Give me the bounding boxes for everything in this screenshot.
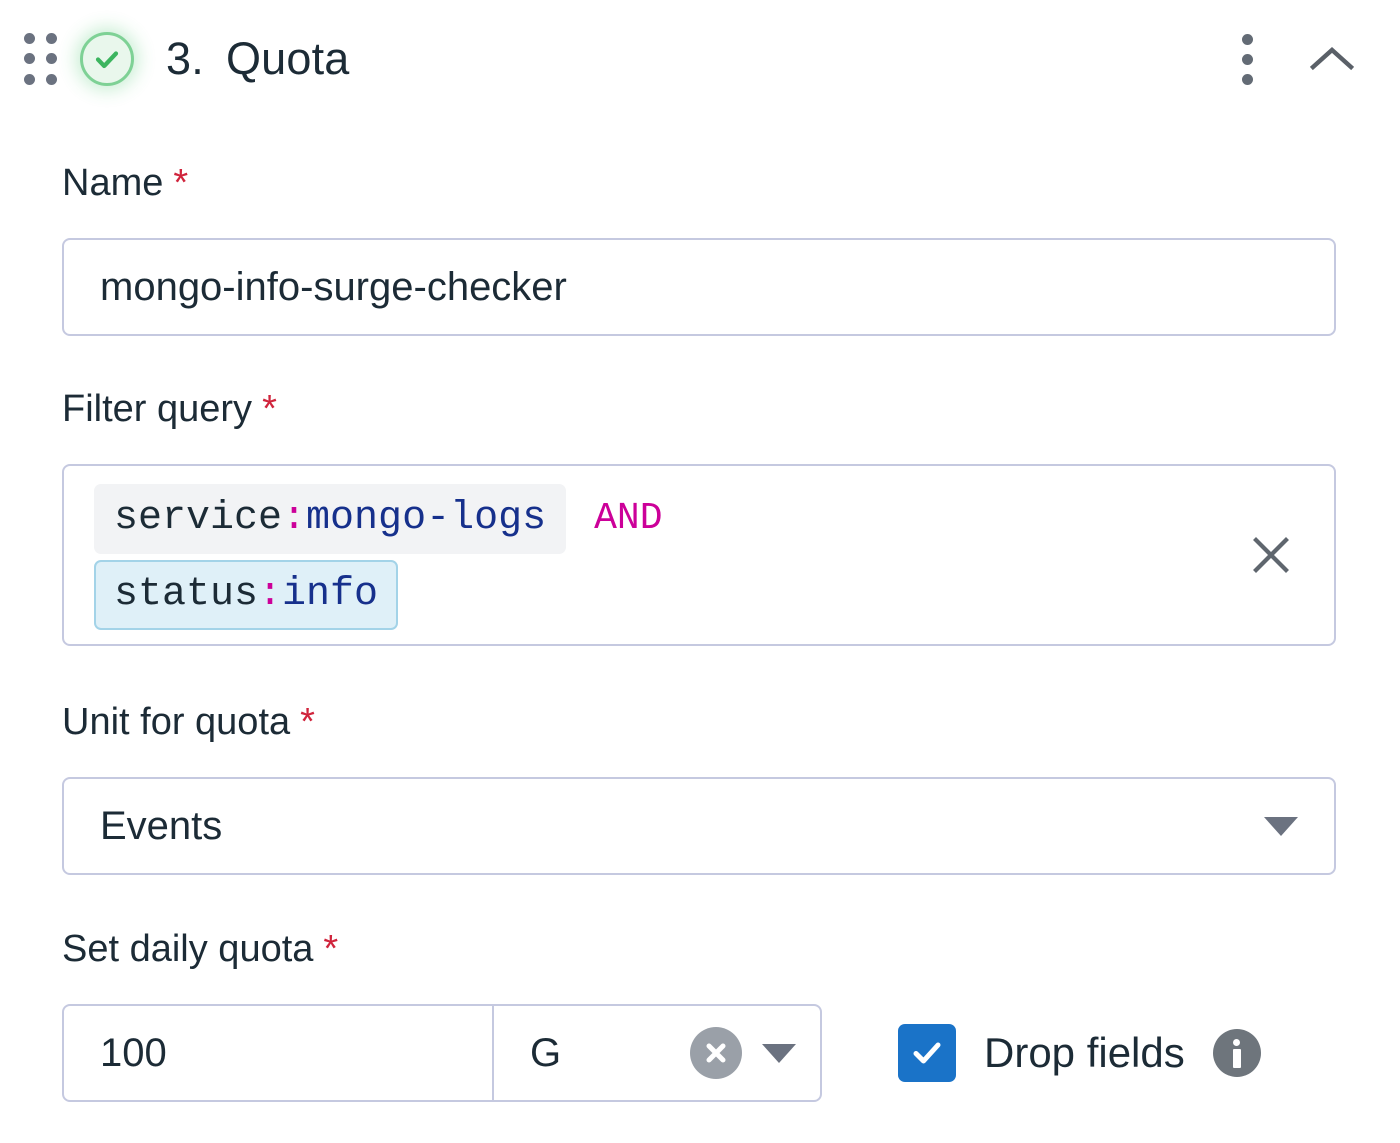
info-circle-icon[interactable] <box>1212 1029 1261 1077</box>
field-name: Name* mongo-info-surge-checker <box>62 164 1336 336</box>
drag-dot <box>23 32 35 44</box>
close-x-icon[interactable] <box>1242 526 1300 584</box>
name-input-value: mongo-info-surge-checker <box>100 265 567 309</box>
unit-for-quota-label: Unit for quota* <box>62 701 315 743</box>
unit-for-quota-value: Events <box>100 804 223 848</box>
kebab-dot <box>1241 73 1253 85</box>
field-daily-quota: Set daily quota* 100 G <box>62 930 1261 1102</box>
drag-dots-icon[interactable] <box>18 28 62 90</box>
daily-quota-group: 100 G <box>62 1004 822 1102</box>
caret-down-icon[interactable] <box>1264 816 1298 836</box>
field-filter-query: Filter query* service:mongo-logs AND sta… <box>62 390 1336 646</box>
drag-dot <box>45 32 57 44</box>
daily-quota-amount-input[interactable]: 100 <box>64 1006 492 1100</box>
query-line-2: status:info <box>94 560 399 630</box>
daily-quota-unit-value: G <box>530 1031 562 1075</box>
daily-quota-amount-value: 100 <box>100 1031 167 1075</box>
query-line-1: service:mongo-logs AND <box>94 484 663 554</box>
page-title: 3. Quota <box>166 33 350 85</box>
drop-fields-group: Drop fields <box>898 1024 1261 1082</box>
kebab-menu-icon[interactable] <box>1230 31 1264 87</box>
kebab-dot <box>1241 53 1253 65</box>
query-token-service[interactable]: service:mongo-logs <box>94 484 567 554</box>
query-operator-and: AND <box>594 497 663 540</box>
drop-fields-label: Drop fields <box>984 1029 1185 1076</box>
step-title: Quota <box>225 33 350 84</box>
header-actions <box>1230 31 1360 87</box>
unit-for-quota-select[interactable]: Events <box>62 777 1336 875</box>
name-label: Name* <box>62 162 189 204</box>
required-asterisk: * <box>323 928 339 970</box>
required-asterisk: * <box>300 701 315 743</box>
daily-quota-unit-select[interactable]: G <box>492 1006 820 1100</box>
clear-circle-x-icon[interactable] <box>690 1027 742 1079</box>
card-header: 3. Quota <box>0 0 1400 118</box>
drag-dot <box>23 74 35 86</box>
drag-dot <box>23 53 35 65</box>
kebab-dot <box>1241 33 1253 45</box>
drag-dot <box>45 74 57 86</box>
caret-down-icon[interactable] <box>762 1043 796 1063</box>
name-input[interactable]: mongo-info-surge-checker <box>62 238 1336 336</box>
query-token-area: service:mongo-logs AND status:info <box>94 466 663 630</box>
required-asterisk: * <box>173 162 189 204</box>
filter-query-label: Filter query* <box>62 388 277 430</box>
check-circle-icon <box>80 32 134 86</box>
drag-dot <box>45 53 57 65</box>
drop-fields-checkbox[interactable] <box>898 1024 956 1082</box>
query-token-status[interactable]: status:info <box>94 560 399 630</box>
filter-query-input[interactable]: service:mongo-logs AND status:info <box>62 464 1336 646</box>
step-number: 3. <box>166 33 204 84</box>
status-badge <box>76 28 138 90</box>
daily-quota-label: Set daily quota* <box>62 928 339 970</box>
field-unit-for-quota: Unit for quota* Events <box>62 703 1336 875</box>
chevron-up-icon[interactable] <box>1304 31 1360 87</box>
daily-quota-row: 100 G Drop fi <box>62 1004 1261 1102</box>
required-asterisk: * <box>262 388 277 430</box>
